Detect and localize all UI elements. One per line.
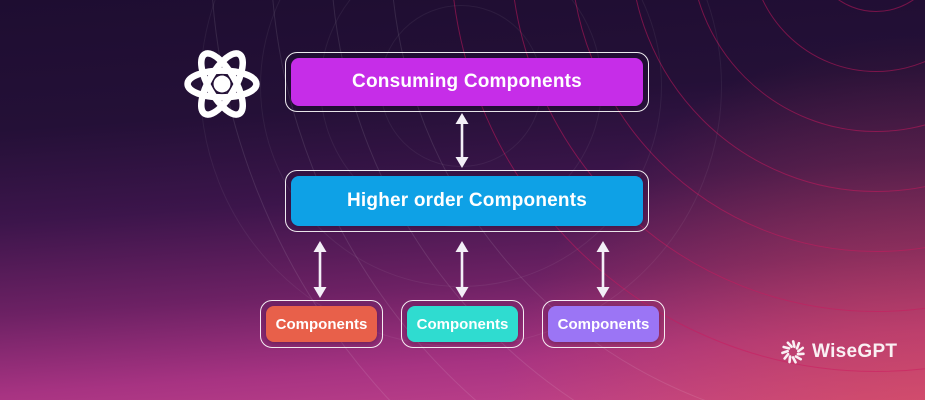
background-arc xyxy=(810,0,925,12)
components-label-2: Components xyxy=(407,306,518,342)
components-box-2: Components xyxy=(401,300,524,348)
background-arc xyxy=(630,0,925,192)
wisegpt-branding: WiseGPT xyxy=(780,339,897,365)
components-box-3: Components xyxy=(542,300,665,348)
double-headed-vertical-arrow-icon xyxy=(596,241,610,298)
higher-order-components-label: Higher order Components xyxy=(291,176,643,226)
components-label-3: Components xyxy=(548,306,659,342)
background-arc xyxy=(750,0,925,72)
double-headed-vertical-arrow-icon xyxy=(313,241,327,298)
components-box-1: Components xyxy=(260,300,383,348)
wisegpt-label: WiseGPT xyxy=(812,341,898,362)
double-headed-vertical-arrow-icon xyxy=(455,113,469,168)
background-arc xyxy=(690,0,925,132)
wisegpt-swirl-icon xyxy=(781,340,805,364)
components-label-1: Components xyxy=(266,306,377,342)
consuming-components-label: Consuming Components xyxy=(291,58,643,106)
higher-order-components-box: Higher order Components xyxy=(285,170,649,232)
react-atom-icon xyxy=(184,50,260,118)
background-arc xyxy=(510,0,925,312)
double-headed-vertical-arrow-icon xyxy=(455,241,469,298)
consuming-components-box: Consuming Components xyxy=(285,52,649,112)
